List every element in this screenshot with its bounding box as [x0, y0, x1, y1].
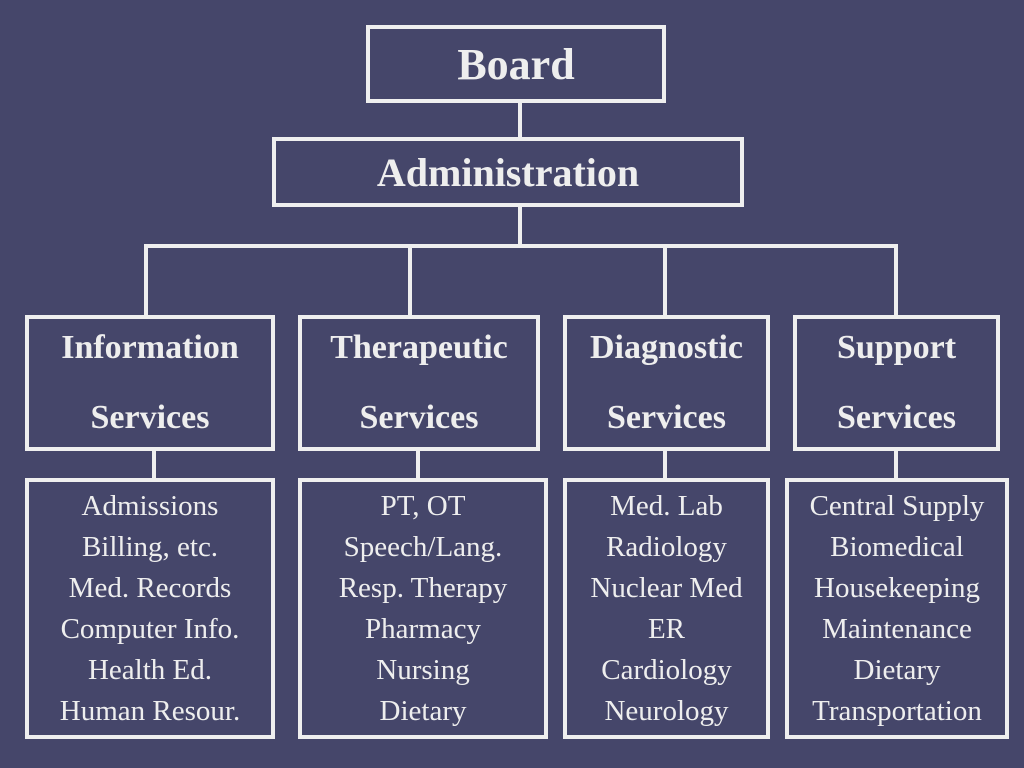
- connector: [663, 246, 667, 316]
- unit-item: PT, OT: [380, 489, 466, 522]
- connector: [144, 244, 898, 248]
- connector: [518, 206, 522, 248]
- unit-item: Neurology: [604, 694, 729, 727]
- unit-item: Cardiology: [601, 653, 732, 686]
- unit-item: Pharmacy: [365, 612, 481, 645]
- unit-item: Maintenance: [822, 612, 972, 645]
- unit-item: Nuclear Med: [590, 571, 743, 604]
- connector: [152, 450, 156, 479]
- connector: [518, 102, 522, 138]
- connector: [894, 246, 898, 316]
- connector: [663, 450, 667, 479]
- administration-label: Administration: [376, 149, 640, 195]
- unit-item: Health Ed.: [87, 653, 212, 686]
- department-title: Information: [61, 329, 239, 366]
- department-title: Support: [836, 329, 957, 366]
- unit-item: Resp. Therapy: [338, 571, 508, 604]
- unit-item: Human Resour.: [59, 694, 241, 727]
- department-title: Services: [607, 399, 726, 436]
- unit-item: ER: [647, 612, 686, 645]
- unit-item: Radiology: [606, 530, 727, 563]
- unit-item: Dietary: [379, 694, 467, 727]
- department-title: Services: [359, 399, 479, 436]
- unit-item: Med. Lab: [610, 489, 723, 522]
- unit-item: Biomedical: [830, 530, 964, 563]
- unit-item: Admissions: [81, 489, 219, 522]
- connector: [416, 450, 420, 479]
- department-title: Services: [837, 399, 956, 436]
- connector: [894, 450, 898, 479]
- unit-item: Housekeeping: [814, 571, 980, 604]
- unit-item: Med. Records: [68, 571, 232, 604]
- board-label: Board: [457, 39, 575, 89]
- board-box: Board: [366, 25, 666, 103]
- department-title: Diagnostic: [590, 329, 743, 366]
- unit-item: Central Supply: [809, 489, 985, 522]
- unit-item: Billing, etc.: [81, 530, 219, 563]
- unit-item: Computer Info.: [60, 612, 240, 645]
- administration-box: Administration: [272, 137, 744, 207]
- connector: [144, 246, 148, 316]
- unit-item: Dietary: [853, 653, 941, 686]
- unit-item: Nursing: [376, 653, 470, 686]
- department-title: Therapeutic: [330, 329, 508, 366]
- department-title: Services: [90, 399, 210, 436]
- unit-item: Transportation: [812, 694, 982, 727]
- unit-item: Speech/Lang.: [343, 530, 503, 563]
- connector: [408, 246, 412, 316]
